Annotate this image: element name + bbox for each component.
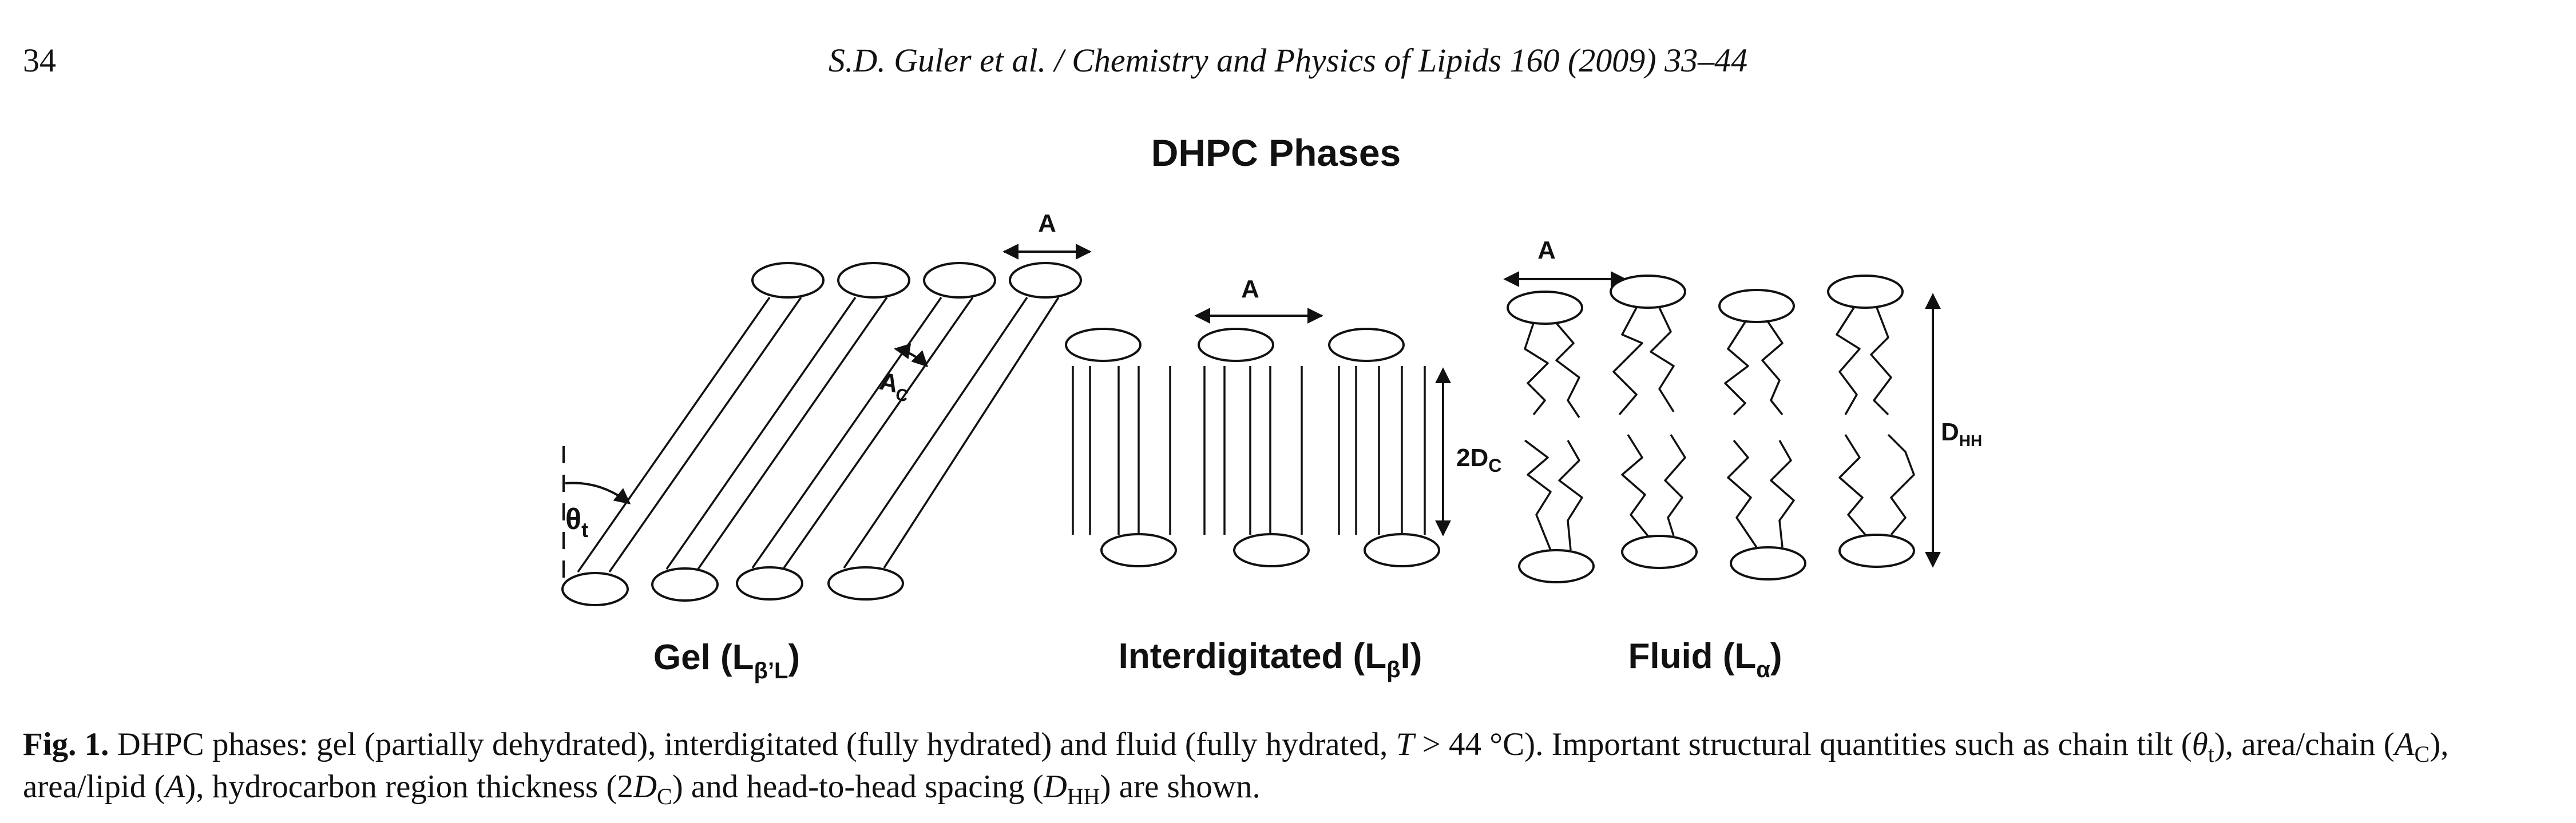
tilt-arrow [565,482,631,504]
caption-text-5: ), hydrocarbon region thickness (2 [185,769,633,805]
gel-head-top-1 [751,262,825,299]
caption-tilt-sub: t [2208,741,2214,767]
interdigitated-label: Interdigitated (LβI) [1119,637,1422,682]
area-chain-label: AC [876,367,913,406]
caption-thickness-symbol: D [633,769,657,805]
gel-head-bottom-3 [736,566,803,601]
fluid-head-bottom-1 [1518,549,1595,583]
tilt-label: θt [565,503,588,542]
fluid-head-bottom-3 [1730,546,1806,581]
caption-tilt-symbol: θ [2191,726,2208,762]
caption-label: Fig. 1. [23,726,109,762]
fluid-head-bottom-2 [1621,535,1698,569]
gel-panel [561,244,1092,606]
gel-head-top-2 [837,262,910,299]
running-head: S.D. Guler et al. / Chemistry and Physic… [828,42,1748,79]
inter-head-bottom-3 [1364,533,1440,567]
inter-head-top-1 [1065,328,1142,362]
caption-text-6: ) and head-to-head spacing ( [672,769,1044,805]
fluid-head-top-4 [1827,275,1904,309]
fluid-head-top-3 [1718,289,1795,323]
inter-head-bottom-2 [1233,533,1310,567]
thickness-label: 2DC [1456,444,1501,476]
caption-text-3: ), area/chain ( [2214,726,2395,762]
interdigitated-chains [1072,366,1426,535]
caption-text-7: ) are shown. [1100,769,1261,805]
caption-spacing-symbol: D [1043,769,1067,805]
inter-head-bottom-1 [1100,533,1177,567]
gel-head-top-3 [923,262,996,299]
gel-label: Gel (Lβ’L) [653,638,800,683]
gel-head-bottom-2 [651,567,719,602]
inter-area-label: A [1241,275,1259,303]
caption-thickness-sub: C [657,784,672,809]
inter-head-top-2 [1198,328,1274,362]
gel-head-bottom-4 [827,566,904,601]
figure-caption: Fig. 1. DHPC phases: gel (partially dehy… [23,723,2552,808]
caption-area-chain-symbol: A [2394,726,2415,762]
caption-area-symbol: A [165,769,185,805]
interdigitated-panel [1065,308,1451,567]
gel-chains [577,296,1060,573]
gel-area-label: A [1038,209,1056,237]
gel-head-bottom-1 [561,572,629,606]
caption-text-2: ). Important structural quantities such … [1524,726,2192,762]
fluid-area-label: A [1537,236,1556,264]
fluid-head-bottom-4 [1838,534,1915,568]
inter-head-top-3 [1328,328,1405,362]
caption-text-1: DHPC phases: gel (partially dehydrated),… [109,726,1396,762]
fluid-label: Fluid (Lα) [1628,637,1782,682]
caption-area-chain-sub: C [2414,741,2430,767]
gel-head-top-4 [1009,262,1082,299]
fluid-panel [1503,271,1941,583]
dhpc-phases-figure: DHPC Phases A AC θt Gel (Lβ’L) [561,132,1982,683]
caption-spacing-sub: HH [1067,784,1100,809]
fluid-head-top-1 [1507,291,1583,325]
caption-temp-value: > 44 °C [1414,726,1525,762]
head-spacing-label: DHH [1941,418,1982,450]
area-chain-arrow [894,343,928,367]
fluid-chains [1524,307,1915,551]
fluid-head-top-2 [1610,275,1686,309]
page-number: 34 [23,42,56,79]
figure-title: DHPC Phases [1151,132,1401,174]
caption-text-4: ), area/lipid ( [23,726,2449,805]
caption-temp-var: T [1396,726,1414,762]
